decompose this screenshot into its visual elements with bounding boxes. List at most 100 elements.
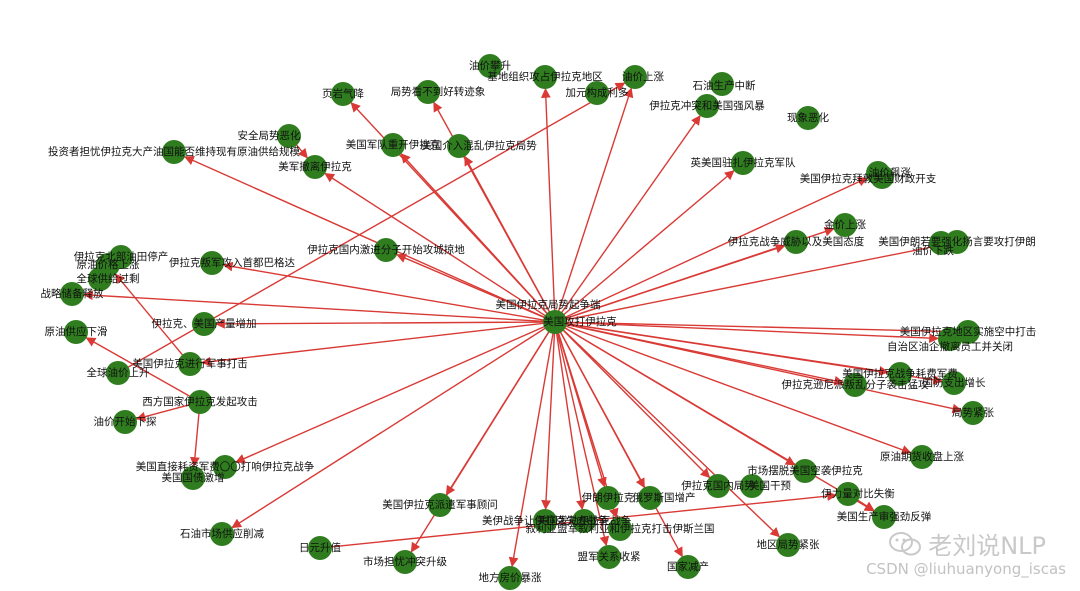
node-label-n60: 地方房价暴涨 bbox=[479, 571, 542, 584]
edge-hub-n35 bbox=[562, 322, 944, 385]
node-n11[interactable] bbox=[381, 133, 405, 157]
node-n40[interactable] bbox=[910, 445, 934, 469]
node-label-n59: 国家减产 bbox=[667, 560, 709, 573]
edge-hub-n41 bbox=[235, 324, 549, 464]
node-layer bbox=[60, 54, 985, 590]
node-label-n4: 加元构成利多 bbox=[566, 86, 629, 99]
node-label-n3: 油价上涨 bbox=[622, 70, 664, 83]
node-n26[interactable] bbox=[88, 267, 112, 291]
csdn-credit: CSDN @liuhuanyong_iscas bbox=[866, 560, 1066, 578]
edge-hub-n6 bbox=[558, 115, 701, 317]
node-n21[interactable] bbox=[929, 231, 953, 255]
node-label-n30: 美国伊拉克地区实施空中打击 bbox=[900, 325, 1037, 338]
node-label-n8: 局势看不到好转迹象 bbox=[391, 85, 486, 98]
node-n59[interactable] bbox=[676, 555, 700, 579]
node-label-n18: 金价上涨 bbox=[824, 218, 866, 231]
node-n36[interactable] bbox=[843, 373, 867, 397]
node-label-n38: 局势紧张 bbox=[952, 406, 994, 419]
node-n22[interactable] bbox=[374, 238, 398, 262]
node-n7[interactable] bbox=[331, 82, 355, 106]
node-n37[interactable] bbox=[188, 390, 212, 414]
node-n56[interactable] bbox=[393, 550, 417, 574]
node-label-n49: 俄罗斯国增产 bbox=[633, 491, 696, 504]
node-label-n33: 全球油价上升 bbox=[87, 366, 150, 379]
node-n52[interactable] bbox=[608, 517, 632, 541]
node-n48[interactable] bbox=[596, 486, 620, 510]
node-n43[interactable] bbox=[793, 459, 817, 483]
edge-hub-n19 bbox=[561, 243, 786, 321]
watermark-text: 老刘说NLP bbox=[928, 532, 1046, 560]
node-n5[interactable] bbox=[710, 72, 734, 96]
node-label-n56: 市场担忧冲突升级 bbox=[363, 555, 447, 568]
label-layer: 美国攻打伊拉克油价攀升基地组织攻占伊拉克地区油价上涨加元构成利多石油生产中断伊拉… bbox=[41, 59, 1037, 584]
edge-hub-n58 bbox=[559, 326, 781, 538]
node-n60[interactable] bbox=[498, 566, 522, 590]
node-n10[interactable] bbox=[277, 124, 301, 148]
node-label-n17: 油价飙涨 bbox=[869, 166, 911, 179]
node-n49[interactable] bbox=[638, 486, 662, 510]
edge-hub-n53 bbox=[560, 325, 875, 512]
node-label-n15: 英美国驻扎伊拉克军队 bbox=[691, 156, 796, 169]
node-n1[interactable] bbox=[478, 54, 502, 78]
node-n18[interactable] bbox=[833, 213, 857, 237]
node-n38[interactable] bbox=[961, 401, 985, 425]
node-n4[interactable] bbox=[585, 81, 609, 105]
node-n14[interactable] bbox=[303, 155, 327, 179]
node-n39[interactable] bbox=[113, 410, 137, 434]
node-n54[interactable] bbox=[210, 522, 234, 546]
node-n41[interactable] bbox=[213, 455, 237, 479]
node-n29[interactable] bbox=[64, 320, 88, 344]
node-n32[interactable] bbox=[178, 352, 202, 376]
node-n33[interactable] bbox=[106, 361, 130, 385]
edge-hub-n50 bbox=[541, 329, 556, 510]
node-label-n19: 伊拉克战争威胁以及美国态度 bbox=[728, 235, 865, 248]
node-n19[interactable] bbox=[784, 230, 808, 254]
node-label-n37: 西方国家伊拉克发起攻击 bbox=[142, 395, 258, 408]
node-label-n20: 美国伊朗若要强化扬言要攻打伊朗 bbox=[878, 235, 1036, 248]
watermark: 老刘说NLP bbox=[888, 526, 1046, 561]
node-n17[interactable] bbox=[870, 165, 894, 189]
node-n50[interactable] bbox=[533, 509, 557, 533]
edge-hub-n22 bbox=[396, 253, 549, 320]
node-n46[interactable] bbox=[836, 482, 860, 506]
node-n53[interactable] bbox=[872, 505, 896, 529]
edge-hub-n16 bbox=[561, 177, 868, 320]
node-n13[interactable] bbox=[162, 140, 186, 164]
node-n42[interactable] bbox=[181, 466, 205, 490]
node-n45[interactable] bbox=[740, 474, 764, 498]
node-label-n23: 伊拉克北部油田停产 bbox=[74, 250, 169, 263]
node-n51[interactable] bbox=[572, 509, 596, 533]
node-hub[interactable] bbox=[543, 310, 567, 334]
node-n9[interactable] bbox=[796, 106, 820, 130]
node-n6[interactable] bbox=[695, 94, 719, 118]
node-n2[interactable] bbox=[533, 65, 557, 89]
node-n57[interactable] bbox=[597, 545, 621, 569]
node-n28[interactable] bbox=[192, 312, 216, 336]
node-n31[interactable] bbox=[938, 327, 962, 351]
node-n15[interactable] bbox=[731, 151, 755, 175]
node-label-n24: 原油价格上涨 bbox=[77, 258, 140, 271]
node-label-n55: 日元升值 bbox=[299, 541, 341, 554]
node-n34[interactable] bbox=[888, 362, 912, 386]
node-label-n5: 石油生产中断 bbox=[693, 79, 756, 92]
node-n3[interactable] bbox=[623, 65, 647, 89]
node-n12[interactable] bbox=[447, 134, 471, 158]
node-n27[interactable] bbox=[60, 282, 84, 306]
node-n55[interactable] bbox=[308, 536, 332, 560]
edge-hub-n32 bbox=[200, 322, 548, 367]
edge-hub-n31 bbox=[562, 321, 939, 344]
node-label-n1: 油价攀升 bbox=[469, 59, 511, 72]
node-n8[interactable] bbox=[416, 80, 440, 104]
hub-label-secondary: 美国伊拉克局势起争端 bbox=[496, 298, 601, 311]
node-n25[interactable] bbox=[200, 251, 224, 275]
node-n35[interactable] bbox=[942, 371, 966, 395]
node-label-n46: 伊力量对比失衡 bbox=[821, 487, 895, 500]
node-n44[interactable] bbox=[706, 474, 730, 498]
edge-hub-n40 bbox=[561, 323, 912, 455]
node-label-n22: 伊拉克国内激进分子开始攻城掠地 bbox=[307, 243, 465, 256]
edge-hub-n27 bbox=[83, 290, 548, 323]
node-n47[interactable] bbox=[428, 493, 452, 517]
node-n58[interactable] bbox=[776, 533, 800, 557]
node-n30[interactable] bbox=[956, 320, 980, 344]
